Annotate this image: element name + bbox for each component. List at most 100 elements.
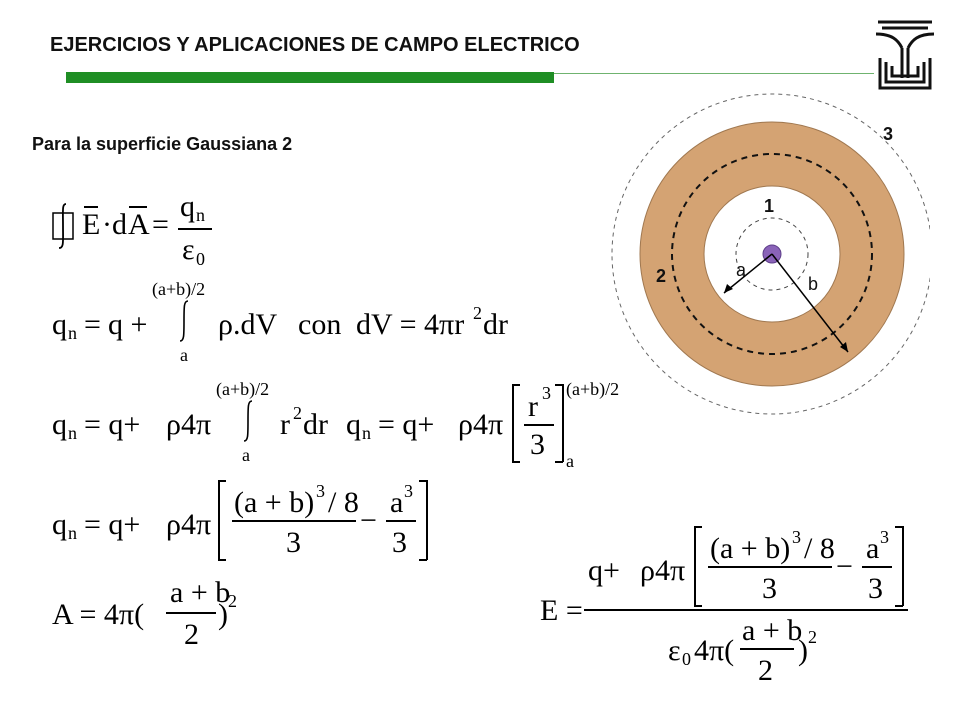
label-radius-a: a (736, 260, 747, 280)
bracket-left-bottom (512, 461, 520, 463)
bracket-right-bottom (895, 605, 903, 607)
subscript-0: 0 (196, 249, 205, 269)
numerator-a-plus-b: a + b (170, 576, 231, 609)
bracket-left (512, 384, 514, 462)
bracket-left-top (694, 526, 702, 528)
radius-b-arrow (771, 253, 849, 353)
integral-lower-limit: a (180, 345, 188, 365)
q-plus: q+ (588, 554, 620, 587)
bracket-right-bottom (419, 559, 427, 561)
exponent-3: 3 (792, 527, 801, 547)
equals-q-plus: = q+ (84, 408, 141, 441)
subtitle: Para la superficie Gaussiana 2 (32, 134, 293, 154)
rho-4pi: ρ4π (458, 408, 504, 441)
fraction-bar (708, 566, 832, 568)
divide-8: / 8 (328, 486, 359, 519)
rho-4pi: ρ4π (166, 408, 212, 441)
bracket-right (562, 384, 564, 462)
gaussian-surface-1 (735, 217, 809, 291)
closed-integral-icon (52, 203, 74, 249)
denominator-3: 3 (286, 526, 301, 559)
denominator-3: 3 (868, 572, 883, 605)
bracket-right-top (419, 480, 427, 482)
fraction-bar (232, 520, 356, 522)
equals-sign: = (152, 208, 169, 241)
divide-8: / 8 (804, 532, 835, 565)
label-surface-2: 2 (656, 266, 666, 286)
subscript-0: 0 (682, 649, 691, 669)
bracket-right-bottom (555, 461, 563, 463)
gaussian-surfaces-diagram: 3 1 2 a b (611, 93, 930, 415)
numerator-a-plus-b: (a + b) (710, 532, 791, 565)
equals-sign: = (84, 308, 101, 341)
denominator-2: 2 (184, 618, 199, 651)
field-E-equals: E = (540, 594, 583, 627)
symbol-A: A (128, 208, 150, 241)
vector-bar (129, 206, 147, 208)
arrowhead (840, 342, 848, 352)
charge-q: q (52, 408, 67, 441)
subscript-n: n (68, 323, 77, 343)
denominator-3: 3 (392, 526, 407, 559)
dr: dr (303, 408, 328, 441)
charge-q: q (180, 190, 195, 223)
exponent-2: 2 (293, 403, 302, 423)
radius-a-arrow (723, 253, 773, 294)
exponent-3: 3 (542, 383, 551, 403)
close-paren: ) (798, 634, 808, 667)
exponent-3: 3 (316, 481, 325, 501)
main-fraction-bar (584, 609, 908, 611)
integral-lower-limit: a (242, 445, 250, 465)
area-prefix: A = 4π( (52, 598, 145, 631)
exponent-2: 2 (808, 627, 817, 647)
bracket-left-bottom (694, 605, 702, 607)
exponent-3: 3 (880, 527, 889, 547)
rho-4pi: ρ4π (640, 554, 686, 587)
denominator-2: 2 (758, 654, 773, 687)
minus-sign: − (360, 504, 377, 537)
bracket-left-top (512, 384, 520, 386)
gaussian-surface-3 (611, 93, 930, 415)
title-underline-thin (554, 73, 874, 74)
fraction-bar (178, 228, 212, 230)
subscript-n: n (68, 523, 77, 543)
symbol-r: r (280, 408, 290, 441)
fraction-bar (166, 612, 216, 614)
bracket-right (902, 526, 904, 606)
integral-upper-limit: (a+b)/2 (216, 379, 270, 399)
subscript-n: n (196, 205, 205, 225)
symbol-E: E (82, 208, 101, 241)
rho-4pi: ρ4π (166, 508, 212, 541)
exponent-3: 3 (404, 481, 413, 501)
label-radius-b: b (808, 274, 818, 294)
bracket-left (218, 480, 220, 560)
denominator-3: 3 (762, 572, 777, 605)
equals-q-plus: = q+ (378, 408, 435, 441)
fraction-bar (740, 648, 794, 650)
q-plus: q + (108, 308, 148, 341)
integral-icon (243, 400, 253, 442)
numerator-a: a (866, 532, 880, 565)
charge-q: q (52, 308, 67, 341)
bracket-right-top (895, 526, 903, 528)
bracket-left-top (218, 480, 226, 482)
exponent-2: 2 (228, 591, 237, 611)
symbol-r: r (528, 390, 538, 423)
close-paren: ) (218, 598, 228, 631)
bracket-left (694, 526, 696, 606)
epsilon: ε (182, 233, 195, 266)
bracket-upper-limit: (a+b)/2 (566, 379, 620, 399)
minus-sign: − (836, 550, 853, 583)
equals-q-plus: = q+ (84, 508, 141, 541)
vector-bar (84, 206, 98, 208)
dot-operator: · (102, 208, 112, 241)
numerator-a-plus-b: (a + b) (234, 486, 315, 519)
institution-logo-icon (875, 20, 935, 90)
subscript-n: n (362, 423, 371, 443)
title-underline (66, 72, 554, 83)
symbol-d: d (112, 208, 127, 241)
epsilon: ε (668, 634, 681, 667)
bracket-right (426, 480, 428, 560)
